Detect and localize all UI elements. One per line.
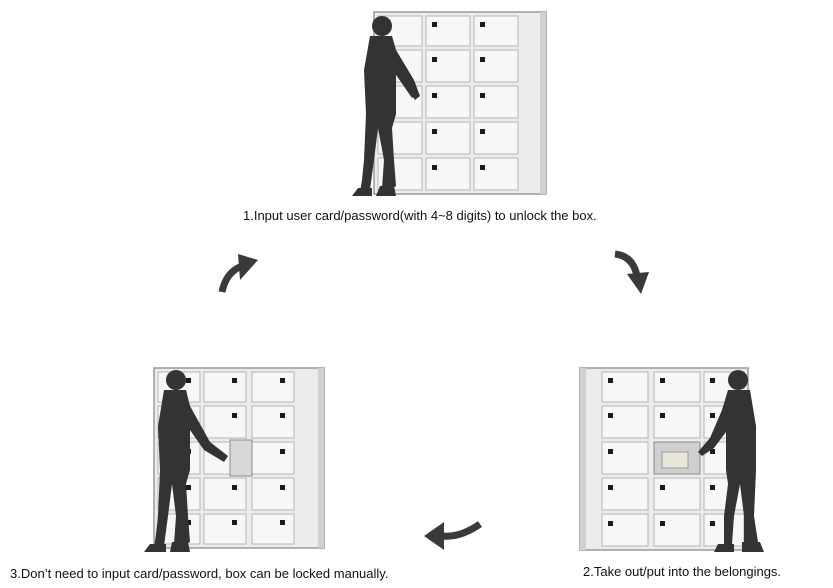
locker-cabinet-icon	[579, 367, 764, 552]
curved-arrow-icon	[424, 521, 483, 550]
step-2: 2.Take out/put into the belongings.	[578, 366, 828, 586]
step-1-caption: 1.Input user card/password(with 4~8 digi…	[243, 208, 597, 223]
step-3-caption: 3.Don’t need to input card/password, box…	[10, 566, 389, 581]
person-silhouette-icon	[698, 370, 764, 552]
step-2-caption: 2.Take out/put into the belongings.	[583, 564, 782, 579]
person-silhouette-icon	[352, 16, 420, 196]
locker-cabinet-icon	[144, 367, 325, 552]
curved-arrow-icon	[614, 250, 649, 294]
step-3: 3.Don’t need to input card/password, box…	[10, 360, 388, 581]
person-silhouette-icon	[144, 370, 228, 552]
step-1: 1.Input user card/password(with 4~8 digi…	[243, 10, 597, 223]
curved-arrow-icon	[218, 254, 258, 293]
locker-cabinet-icon	[352, 11, 547, 196]
